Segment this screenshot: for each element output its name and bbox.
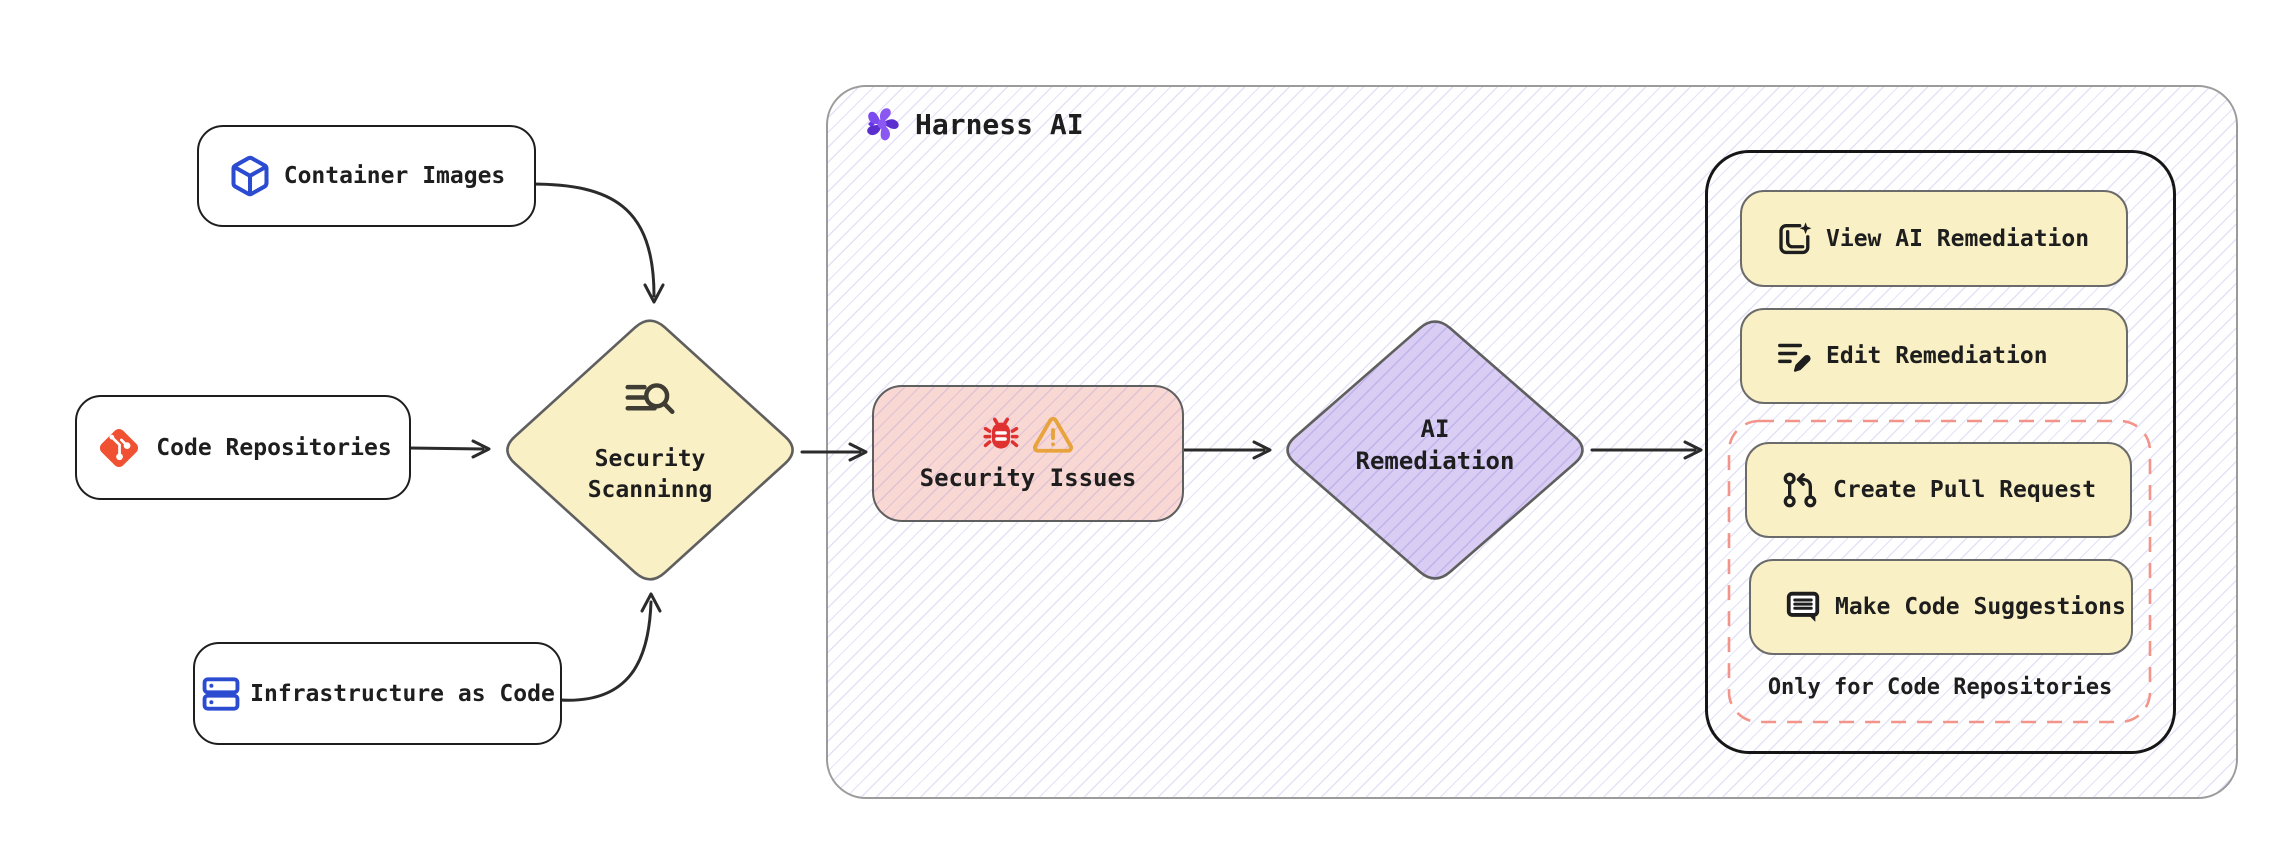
restricted-actions-frame (1727, 419, 2152, 724)
button-label: View AI Remediation (1826, 225, 2090, 252)
arrow-container-images-to-scanner (529, 182, 665, 304)
node-infrastructure-as-code[interactable]: Infrastructure as Code (193, 642, 562, 745)
harness-ai-header: Harness AI (858, 101, 1084, 147)
remediation-actions-panel (1705, 150, 2176, 754)
restriction-note: Only for Code Repositories (1767, 675, 2113, 700)
scan-search-icon (625, 383, 675, 415)
warning-icon (1033, 417, 1073, 453)
bug-icon (983, 417, 1019, 449)
ai-remediation-diamond[interactable] (1286, 320, 1584, 580)
button-label: Make Code Suggestions (1835, 594, 2126, 620)
security-issues-icons (982, 415, 1074, 455)
node-label: Infrastructure as Code (250, 680, 555, 707)
make-code-suggestions-button[interactable]: Make Code Suggestions (1749, 559, 2133, 655)
arrow-infrastructure-to-scanner (558, 592, 662, 702)
arrow-security-issues-to-remediation (1181, 440, 1272, 460)
node-container-images[interactable]: Container Images (197, 125, 536, 227)
harness-ai-logo (867, 108, 899, 141)
edit-list-icon (1778, 343, 1811, 372)
harness-ai-title: Harness AI (915, 107, 1084, 141)
view-ai-remediation-button[interactable]: View AI Remediation (1740, 190, 2128, 287)
node-label: Container Images (283, 163, 506, 189)
create-pull-request-button[interactable]: Create Pull Request (1745, 442, 2132, 538)
arrow-scanner-to-security-issues (800, 442, 868, 462)
node-label: Code Repositories (156, 434, 392, 461)
server-icon (202, 676, 240, 711)
edit-remediation-button[interactable]: Edit Remediation (1740, 308, 2128, 404)
git-icon (100, 428, 139, 467)
pull-request-icon (1783, 472, 1817, 508)
security-issues-label: Security Issues (919, 464, 1137, 492)
button-label: Create Pull Request (1833, 477, 2097, 503)
node-code-repositories[interactable]: Code Repositories (75, 395, 411, 500)
code-suggestions-icon (1786, 591, 1820, 622)
button-label: Edit Remediation (1826, 343, 2048, 369)
cube-icon (231, 155, 269, 197)
arrow-remediation-to-actions (1590, 440, 1703, 460)
security-scanning-diamond[interactable] (506, 319, 794, 581)
view-remediation-icon (1779, 221, 1812, 254)
node-security-issues[interactable]: Security Issues (872, 385, 1184, 522)
arrow-code-repositories-to-scanner (407, 439, 491, 459)
